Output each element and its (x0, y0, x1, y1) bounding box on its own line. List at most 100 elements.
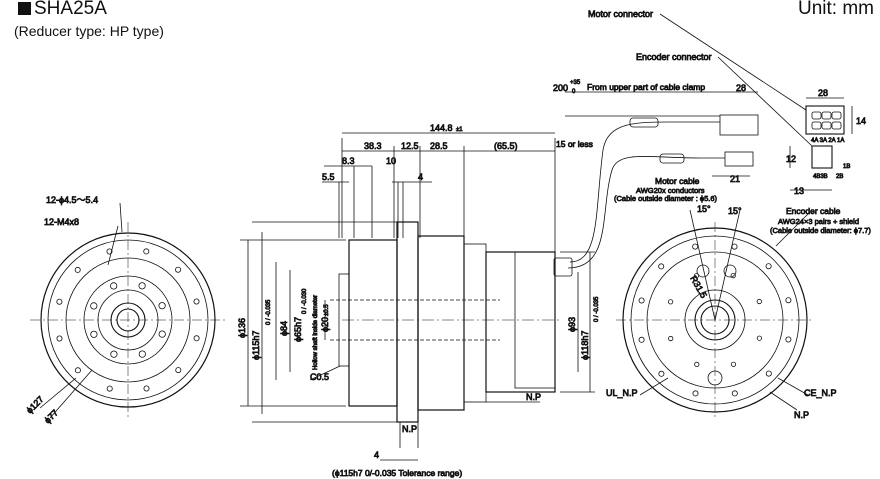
len-4-top-label: 4 (418, 172, 423, 182)
ul-np-label: UL_N.P (606, 388, 638, 398)
bolt-hole (193, 335, 200, 342)
bolt-hole (658, 263, 665, 270)
screw-hole (694, 361, 700, 367)
title-text: SHA25A (34, 0, 107, 19)
dim-13-label: 13 (794, 186, 804, 196)
dim-21-label: 21 (730, 174, 740, 184)
len-28-5-label: 28.5 (430, 141, 448, 151)
cable-length-200: 200 (553, 83, 568, 93)
dim-12-label: 12 (786, 154, 796, 164)
bolt-hole (765, 370, 772, 377)
len-5-5-label: 5.5 (322, 172, 335, 182)
tapped-hole (158, 330, 166, 338)
connector-details (659, 13, 853, 191)
bolt-hole (765, 263, 772, 270)
radius-label: R31.5 (688, 274, 709, 300)
holes-b-label: 12-M4x8 (44, 217, 79, 227)
pin-2b-label: 2B (836, 174, 843, 180)
len-12-5-label: 12.5 (401, 141, 419, 151)
title-square-icon (18, 2, 31, 15)
pins-top-label: 4A 3A 2A 1A (811, 138, 844, 144)
bolt-hole (106, 248, 113, 255)
dia-20-tol: ±0.5 (324, 304, 330, 316)
dia-127-label: ϕ127 (24, 394, 45, 415)
pin-1b-label: 1B (843, 164, 850, 170)
screw-hole (756, 298, 762, 305)
bolt-hole (731, 243, 738, 250)
bolt-hole (175, 367, 182, 374)
len-4-bottom-label: 4 (374, 450, 379, 460)
screw-hole (756, 335, 763, 341)
motor-cable-label: Motor cable (655, 176, 700, 186)
encoder-cable-label: Encoder cable (786, 206, 841, 216)
tapped-hole (138, 350, 146, 358)
bolt-hole (143, 385, 150, 392)
len-8-3-label: 8.3 (342, 156, 355, 166)
len-144-8-tol: ±1 (456, 127, 463, 133)
bolt-hole (785, 336, 792, 343)
bolt-hole (143, 248, 150, 255)
dia-65-tol: 0 / -0.030 (302, 288, 308, 314)
np-right-label: N.P (794, 410, 809, 420)
dia-93-label: ϕ93 (567, 317, 577, 332)
tapped-hole (90, 302, 98, 310)
motor-connector-label: Motor connector (588, 9, 653, 19)
left-end-view (30, 202, 226, 419)
np-bottom-label: N.P (402, 424, 417, 434)
screw-hole (730, 361, 737, 367)
tapped-hole (90, 330, 98, 338)
from-clamp-note: From upper part of cable clamp (587, 82, 705, 92)
tapped-hole (110, 282, 118, 290)
unit-label: Unit: mm (798, 0, 874, 19)
bolt-hole (175, 266, 182, 273)
page-title: SHA25A (18, 0, 107, 20)
bolt-hole (638, 336, 645, 343)
np-side-label: N.P (526, 392, 541, 402)
cable-length-tol-lower: 0 (572, 89, 576, 95)
len-65-5-label: (65.5) (494, 141, 518, 151)
dim-28-width-label: 28 (818, 88, 828, 98)
tapped-hole (138, 282, 146, 290)
cables (565, 91, 759, 269)
bolt-hole (74, 367, 81, 374)
bolt-hole (638, 297, 645, 304)
dia-65-label: ϕ65h7 (293, 317, 303, 342)
dia-115-tol: 0 / -0.035 (266, 299, 272, 325)
motor-cable-conductors: AWG20x conductors (636, 186, 705, 195)
dia-20-label: ϕ20 (320, 317, 330, 332)
angle-15b-label: 15° (728, 206, 742, 216)
bolt-hole (692, 243, 699, 250)
angle-15a-label: 15° (697, 204, 711, 214)
dia-118-label: ϕ118h7 (580, 331, 590, 360)
len-10-label: 10 (386, 156, 396, 166)
bolt-hole (56, 298, 63, 305)
bolt-hole (106, 385, 113, 392)
right-end-view (616, 209, 814, 418)
len-38-3-label: 38.3 (364, 141, 382, 151)
dia-136-label: ϕ136 (237, 318, 247, 338)
dia-118-tol: 0 / -0.035 (594, 296, 600, 322)
bolt-hole (56, 335, 63, 342)
bolt-hole (658, 370, 665, 377)
page-subtitle: (Reducer type: HP type) (14, 23, 164, 39)
dia-84-label: ϕ84 (279, 321, 289, 336)
chamfer-label: C0.5 (310, 372, 329, 382)
dia-115-label: ϕ115h7 (251, 331, 261, 360)
cable-length-tol-upper: +35 (570, 80, 581, 86)
encoder-cable-conductors: AWG24×3 pairs + shield (778, 217, 859, 226)
bolt-hole (193, 298, 200, 305)
bolt-hole (74, 266, 81, 273)
encoder-cable-od: (Cable outside diameter: ϕ7.7) (770, 226, 871, 235)
screw-hole (667, 299, 674, 305)
tolerance-note: (ϕ115h7 0/-0.035 Tolerance range) (332, 468, 462, 478)
dia-77-label: ϕ77 (42, 408, 60, 426)
bolt-hole (731, 390, 738, 397)
screw-hole (730, 272, 736, 279)
tapped-hole (110, 350, 118, 358)
pins-bottom-label: 4B3B (813, 174, 828, 180)
dim-14-label: 14 (856, 116, 866, 126)
side-view (240, 132, 595, 461)
motor-cable-od: (Cable outside diameter : ϕ5.6) (614, 194, 718, 203)
encoder-connector-label: Encoder connector (636, 52, 712, 62)
